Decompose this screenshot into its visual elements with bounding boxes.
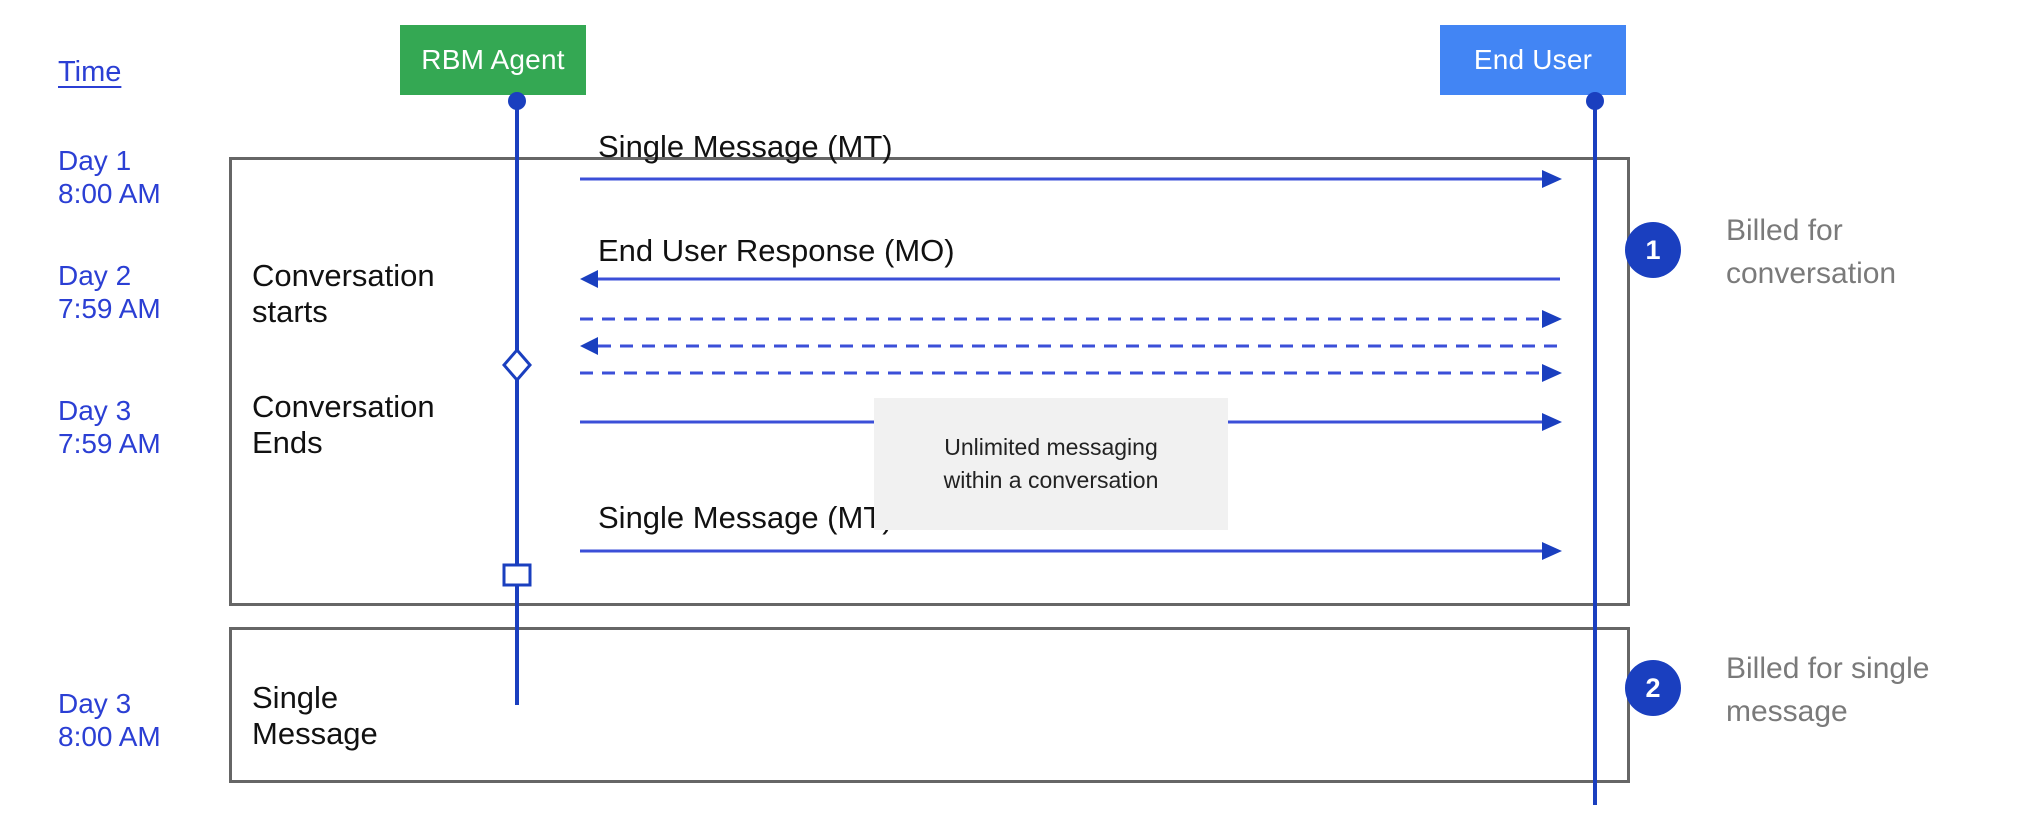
billing-badge-2-number: 2	[1645, 672, 1661, 703]
note-line1: Unlimited messaging	[944, 433, 1158, 460]
actor-rbm-agent[interactable]: RBM Agent	[400, 25, 586, 95]
conversation-end-square-icon	[502, 563, 532, 587]
billing-text-1-line1: Billed for	[1726, 214, 1843, 247]
stage-label-single-message: Single Message	[252, 680, 378, 752]
message-arrow-dashed-3	[580, 364, 1562, 382]
actor-end-user[interactable]: End User	[1440, 25, 1626, 95]
actor-rbm-agent-label: RBM Agent	[421, 44, 565, 75]
message-arrow-dashed-2	[580, 337, 1560, 355]
stage-label-conversation-starts: Conversation starts	[252, 258, 435, 330]
message-arrow-solid-mt-2	[580, 542, 1562, 560]
stage-label-line1: Conversation	[252, 258, 435, 293]
message-caption: Single Message (MT)	[598, 129, 893, 164]
time-entry-day: Day 2	[58, 260, 132, 291]
time-entry: Day 2 7:59 AM	[58, 260, 161, 326]
stage-label-line2: Ends	[252, 424, 323, 460]
single-message-frame	[229, 627, 1630, 783]
stage-label-line1: Single	[252, 680, 339, 715]
rbm-agent-lifeline	[515, 100, 519, 705]
conversation-start-diamond-icon	[502, 347, 532, 383]
message-caption: End User Response (MO)	[598, 233, 955, 268]
time-entry: Day 3 8:00 AM	[58, 688, 161, 754]
time-column-header: Time	[58, 56, 122, 88]
stage-label-line2: starts	[252, 293, 328, 329]
message-arrow-dashed-1	[580, 310, 1562, 328]
billing-text-2-line1: Billed for single	[1726, 652, 1930, 685]
end-user-lifeline	[1593, 100, 1597, 805]
note-line2: within a conversation	[943, 467, 1159, 493]
message-caption: Single Message (MT)	[598, 500, 893, 535]
time-entry-time: 8:00 AM	[58, 177, 161, 209]
billing-badge-2[interactable]: 2	[1625, 660, 1681, 716]
stage-label-line2: Message	[252, 715, 378, 751]
time-entry-day: Day 3	[58, 688, 132, 719]
billing-badge-1-number: 1	[1645, 234, 1661, 265]
time-entry: Day 3 7:59 AM	[58, 395, 161, 461]
time-entry-time: 7:59 AM	[58, 427, 161, 459]
time-entry-time: 7:59 AM	[58, 292, 161, 324]
billing-text-2-line2: message	[1726, 694, 1848, 728]
billing-badge-1[interactable]: 1	[1625, 222, 1681, 278]
time-entry-day: Day 3	[58, 395, 132, 426]
conversation-frame	[229, 157, 1630, 606]
actor-end-user-label: End User	[1473, 44, 1593, 75]
billing-text-1: Billed for conversation	[1726, 210, 1896, 295]
time-entry-day: Day 1	[58, 145, 132, 176]
message-arrow-solid-mo	[580, 270, 1560, 288]
billing-text-2: Billed for single message	[1726, 648, 1929, 733]
billing-text-1-line2: conversation	[1726, 256, 1897, 290]
message-arrow-solid-mt-1	[580, 170, 1562, 188]
time-entry-time: 8:00 AM	[58, 720, 161, 752]
note-unlimited-messaging: Unlimited messaging within a conversatio…	[874, 398, 1228, 530]
time-entry: Day 1 8:00 AM	[58, 145, 161, 211]
stage-label-conversation-ends: Conversation Ends	[252, 389, 435, 461]
stage-label-line1: Conversation	[252, 389, 435, 424]
